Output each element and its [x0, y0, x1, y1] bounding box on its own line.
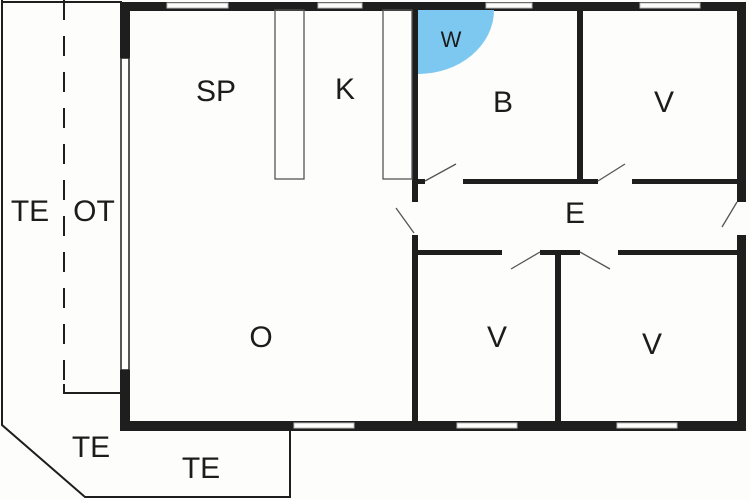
top-windows — [166, 2, 701, 9]
left-window — [120, 57, 130, 371]
room-label-w: W — [440, 27, 462, 52]
room-label-o: O — [249, 321, 273, 354]
overhang-dashed-line — [63, 0, 122, 394]
kitchen-counters — [274, 9, 413, 180]
door-swings — [395, 163, 738, 270]
room-label-v-top: V — [653, 86, 675, 119]
bottom-windows — [293, 422, 678, 429]
room-label-e: E — [564, 197, 586, 230]
outer-walls — [120, 2, 746, 431]
room-label-v-bottom-left: V — [486, 321, 508, 354]
room-label-terrace: TE — [10, 195, 50, 228]
terrace-outline — [0, 0, 291, 498]
room-label-v-bottom-right: V — [641, 328, 663, 361]
room-label-ot: OT — [73, 195, 115, 228]
room-label-sp: SP — [195, 75, 237, 108]
room-label-terrace-bottom: TE — [181, 452, 221, 485]
room-label-k: K — [334, 73, 356, 106]
right-door-opening — [737, 202, 746, 235]
room-label-b: B — [492, 86, 514, 119]
room-label-terrace-bottom-left: TE — [71, 431, 111, 464]
washer-area — [418, 10, 494, 74]
interior-walls — [412, 10, 738, 425]
